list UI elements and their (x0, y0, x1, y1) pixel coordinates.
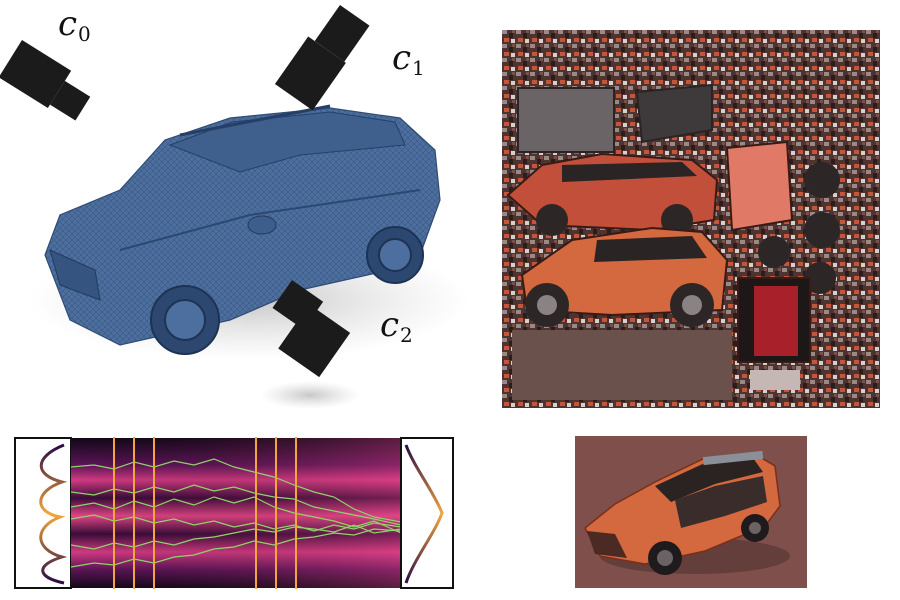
timestep-lines (113, 437, 297, 589)
camera-label-c2: c2 (380, 305, 413, 347)
car-mesh (44, 104, 441, 355)
camera-symbol: c (392, 38, 412, 78)
camera-label-c1: c1 (392, 38, 425, 80)
camera-index: 2 (400, 323, 413, 347)
target-density (400, 437, 454, 589)
texture-atlas (502, 30, 880, 408)
camera-icon (0, 40, 91, 121)
diffusion-diagram (14, 437, 454, 589)
camera-icon (274, 5, 370, 111)
camera-icon (272, 280, 351, 378)
camera-symbol: c (380, 305, 400, 345)
camera-index: 1 (412, 56, 425, 80)
trajectories (70, 458, 402, 568)
camera-symbol: c (58, 4, 78, 44)
rendered-car (575, 436, 807, 588)
camera-shadow (260, 381, 360, 409)
camera-index: 0 (78, 22, 91, 46)
camera-label-c0: c0 (58, 4, 91, 46)
mesh-scene (0, 0, 470, 420)
